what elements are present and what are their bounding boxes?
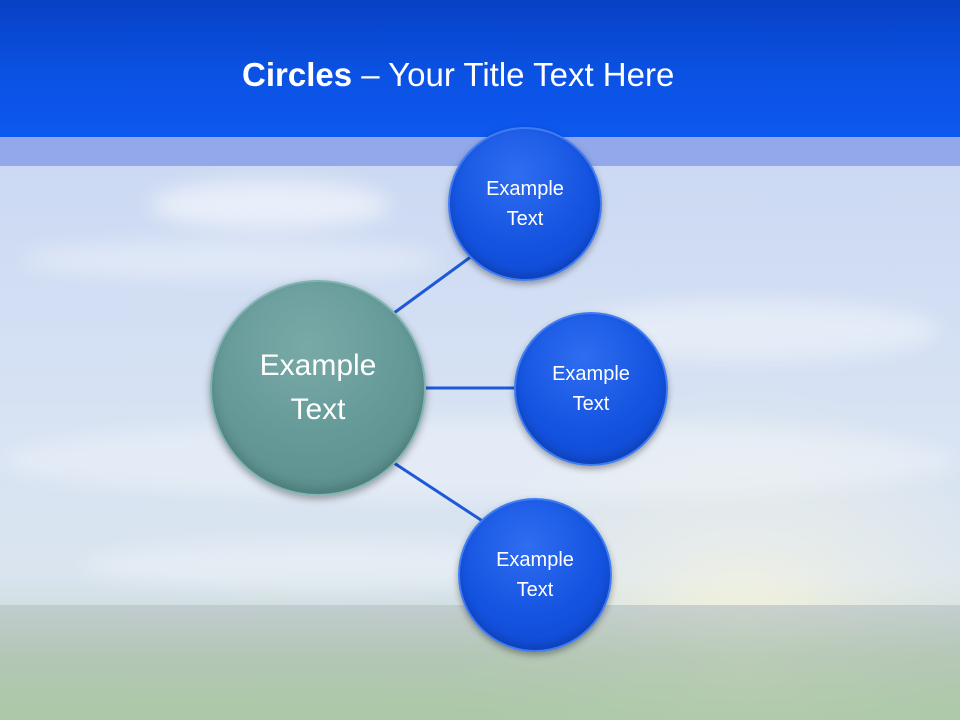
satellite-circle-top[interactable]: Example Text bbox=[448, 127, 602, 281]
satellite-label-line2: Text bbox=[572, 393, 610, 415]
satellite-label-line1: Example bbox=[552, 363, 630, 385]
title-rest-part: – Your Title Text Here bbox=[352, 56, 675, 93]
cloud bbox=[0, 420, 960, 500]
satellite-circle-bottom[interactable]: Example Text bbox=[458, 498, 612, 652]
satellite-label-line2: Text bbox=[516, 579, 554, 601]
satellite-label-line1: Example bbox=[496, 549, 574, 571]
cloud bbox=[150, 180, 390, 230]
cloud bbox=[20, 240, 440, 280]
center-circle-label-line2: Text bbox=[290, 393, 346, 426]
satellite-circle-middle[interactable]: Example Text bbox=[514, 312, 668, 466]
center-circle[interactable]: Example Text bbox=[210, 280, 426, 496]
slide-title[interactable]: Circles – Your Title Text Here bbox=[242, 52, 674, 98]
center-circle-label-line1: Example bbox=[259, 349, 377, 382]
connector-line-bottom bbox=[393, 461, 485, 524]
satellite-label-line1: Example bbox=[486, 178, 564, 200]
title-bar bbox=[0, 0, 960, 137]
connector-line-top bbox=[393, 251, 477, 315]
satellite-label-line2: Text bbox=[506, 208, 544, 230]
title-bold-part: Circles bbox=[242, 56, 353, 93]
